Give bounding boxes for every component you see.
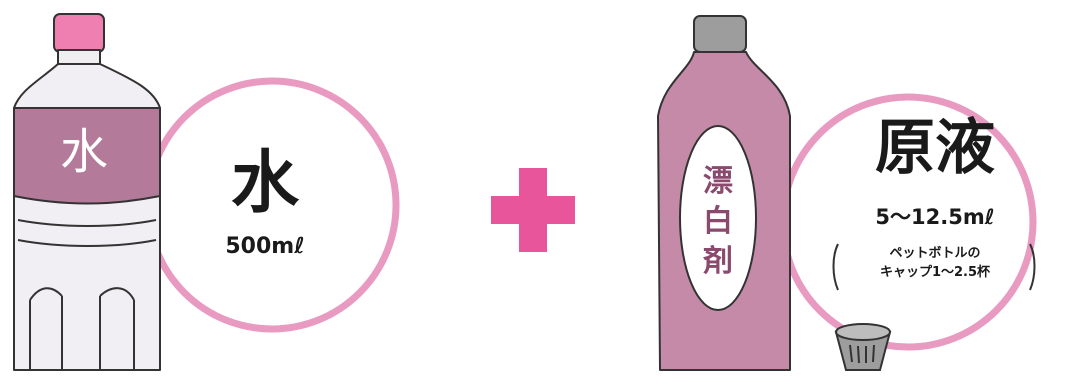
bleach-label-char-2: 白 xyxy=(703,204,733,239)
bleach-note: ペットボトルの キャップ1〜2.5杯 xyxy=(840,244,1030,282)
bleach-bottle-icon xyxy=(657,15,791,371)
plus-icon xyxy=(491,168,575,252)
measuring-cap-icon xyxy=(834,323,892,371)
water-amount: 500mℓ xyxy=(225,234,305,259)
bleach-note-line-1: ペットボトルの xyxy=(889,246,981,261)
water-title: 水 xyxy=(230,144,299,223)
note-bracket-right xyxy=(1029,243,1036,291)
bleach-bottle-label: 漂 白 剤 xyxy=(698,162,738,282)
bleach-note-line-2: キャップ1〜2.5杯 xyxy=(879,265,991,280)
bleach-title: 原液 xyxy=(875,113,995,183)
water-bottle-icon xyxy=(13,13,161,371)
water-bottle-label: 水 xyxy=(59,124,108,180)
bleach-label-char-1: 漂 xyxy=(703,164,733,199)
bleach-label-char-3: 剤 xyxy=(703,244,733,279)
note-bracket-left xyxy=(832,243,839,291)
bleach-amount: 5〜12.5mℓ xyxy=(875,205,995,229)
